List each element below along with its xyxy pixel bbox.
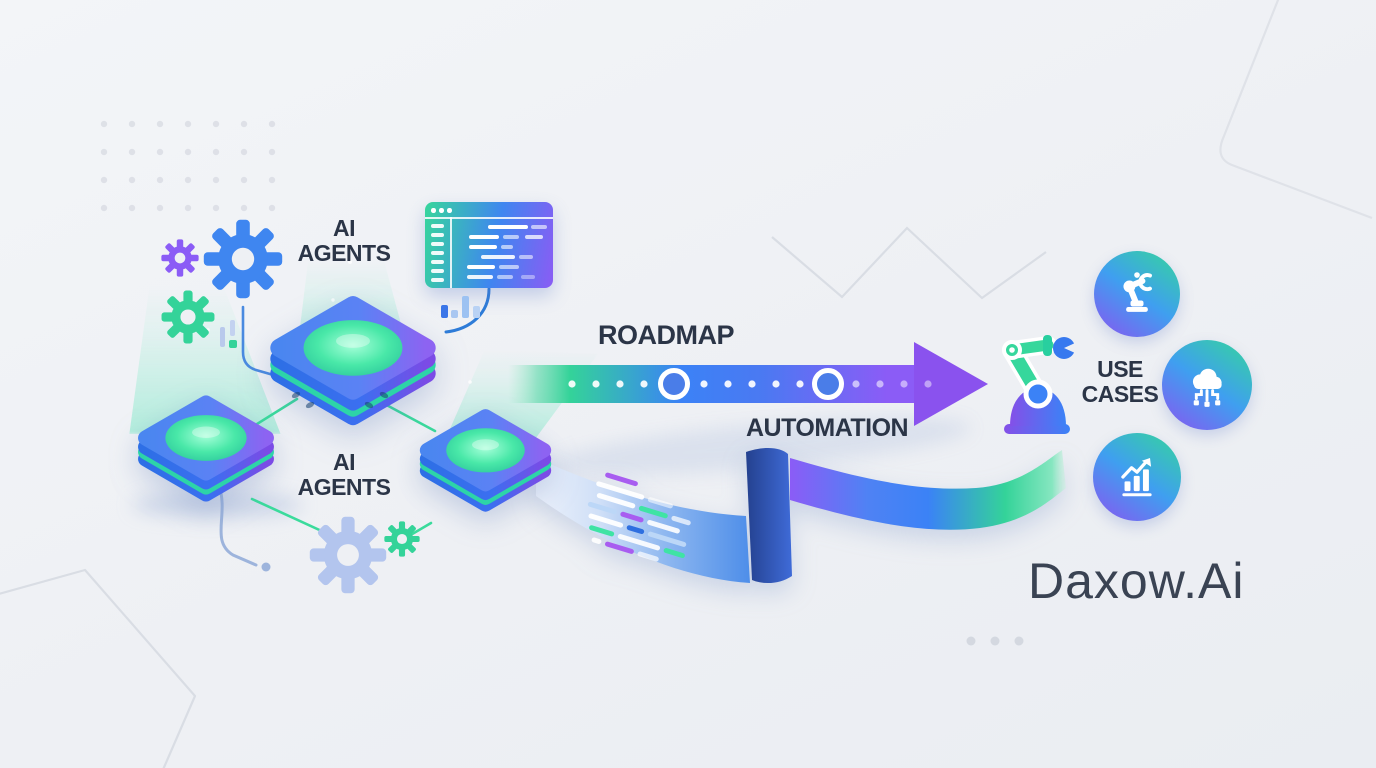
ai-agents-top-line2: AGENTS bbox=[297, 240, 391, 266]
robot-foot bbox=[1004, 424, 1070, 434]
ai-agents-bottom-label: AI AGENTS bbox=[278, 450, 410, 500]
ai-agents-top-line1: AI bbox=[333, 215, 356, 241]
brand-wordmark: Daxow.Ai bbox=[1028, 553, 1245, 609]
arrow-dots bbox=[568, 380, 932, 388]
robot-arm-illustration bbox=[1002, 335, 1084, 434]
ribbon-code-lines bbox=[587, 472, 691, 562]
use-case-circle-chart bbox=[1093, 433, 1181, 521]
code-ribbon-icon bbox=[536, 448, 1066, 584]
ribbon-fold bbox=[746, 448, 792, 584]
arrow-head bbox=[914, 342, 988, 426]
roadmap-arrow-icon bbox=[508, 342, 988, 426]
mini-green-square bbox=[229, 340, 237, 348]
window-dot bbox=[447, 208, 452, 213]
window-titlebar-divider bbox=[425, 217, 553, 219]
window-dot bbox=[439, 208, 444, 213]
use-cases-label: USE CASES bbox=[1068, 357, 1172, 407]
ai-agents-bottom-line2: AGENTS bbox=[297, 474, 391, 500]
ribbon-right-segment bbox=[790, 450, 1066, 530]
growth-chart-icon bbox=[1121, 458, 1152, 497]
dot-grid-pattern bbox=[86, 104, 284, 216]
window-connector-line bbox=[444, 287, 491, 334]
mini-bar bbox=[220, 327, 225, 347]
mini-bar bbox=[230, 320, 235, 336]
robot-arm-icon bbox=[1123, 272, 1152, 312]
use-case-circle-cloud bbox=[1162, 340, 1252, 430]
rounded-rect-outline bbox=[1219, 0, 1373, 220]
platform-left-shadow bbox=[132, 492, 302, 518]
sparkle-dots bbox=[206, 260, 472, 384]
hexagon-outline bbox=[0, 568, 197, 768]
milestone-circle bbox=[812, 368, 844, 400]
milestone-circle bbox=[658, 368, 690, 400]
use-cases-line2: CASES bbox=[1081, 381, 1159, 407]
zigzag-line bbox=[771, 226, 1047, 300]
arrow-band bbox=[508, 365, 920, 403]
cloud-network-icon bbox=[1192, 368, 1222, 407]
automation-label: AUTOMATION bbox=[746, 414, 909, 442]
robot-elbow-joint bbox=[1023, 379, 1053, 409]
ai-agents-bottom-line1: AI bbox=[333, 449, 356, 475]
dot-trio bbox=[966, 636, 1024, 646]
window-dot bbox=[431, 208, 436, 213]
use-case-circle-robot bbox=[1094, 251, 1180, 337]
ai-agents-top-label: AI AGENTS bbox=[278, 216, 410, 266]
use-cases-line1: USE bbox=[1097, 356, 1143, 382]
window-sidebar-divider bbox=[450, 217, 452, 288]
curl-connector-line bbox=[217, 484, 258, 567]
code-window-icon bbox=[425, 202, 553, 288]
robot-collar bbox=[1043, 335, 1052, 356]
curl-connector-dot bbox=[261, 562, 271, 572]
blue-connector-line bbox=[241, 305, 286, 380]
roadmap-label: ROADMAP bbox=[598, 320, 735, 350]
